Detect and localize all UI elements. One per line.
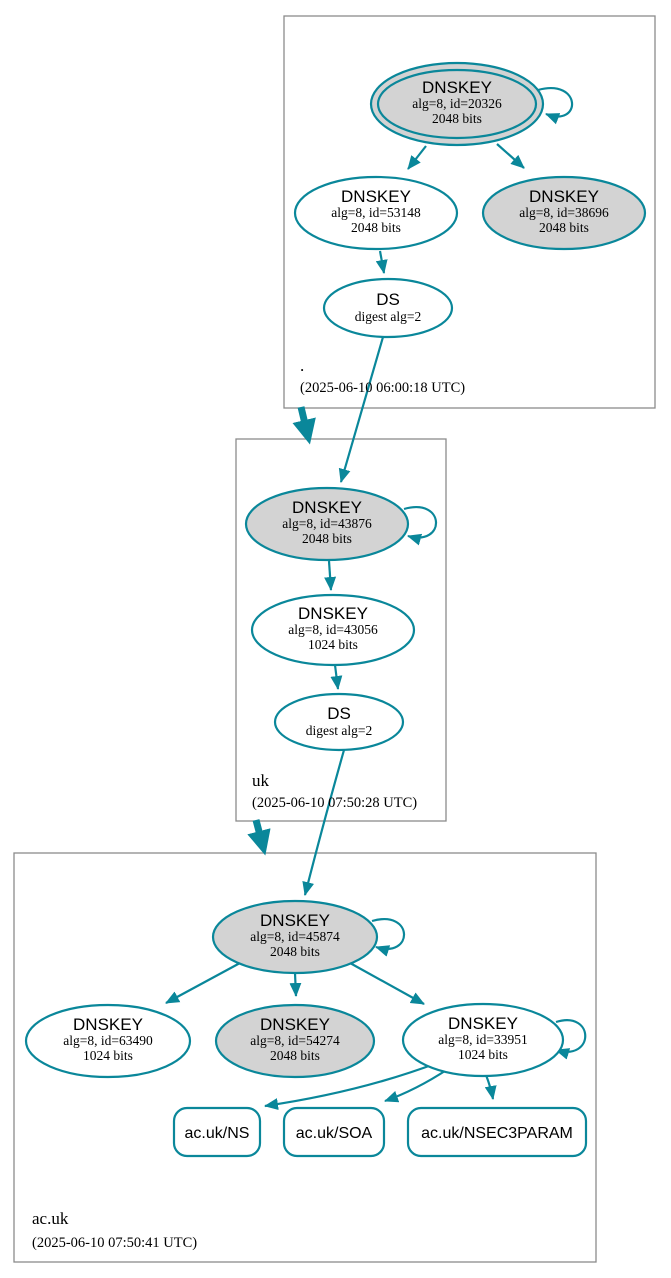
zone-label-ac-uk: ac.uk <box>32 1209 69 1228</box>
zone-timestamp-root: (2025-06-10 06:00:18 UTC) <box>300 380 465 396</box>
node-label: DNSKEY <box>341 187 411 206</box>
edge-dnskey45874-to-dnskey33951 <box>349 962 425 1005</box>
node-detail: 1024 bits <box>83 1048 133 1063</box>
node-dnskey-38696[interactable]: DNSKEY alg=8, id=38696 2048 bits <box>481 175 647 251</box>
node-detail: alg=8, id=38696 <box>519 205 609 220</box>
edge-ds-root-to-dnskey43876 <box>338 336 385 483</box>
node-dnskey-43876[interactable]: DNSKEY alg=8, id=43876 2048 bits <box>244 486 410 562</box>
node-dnskey-53148[interactable]: DNSKEY alg=8, id=53148 2048 bits <box>293 175 459 251</box>
rrset-ac-uk-nsec3param[interactable]: ac.uk/NSEC3PARAM <box>406 1106 588 1158</box>
node-label: DNSKEY <box>73 1015 143 1034</box>
edge-dnskey33951-selfsign <box>555 1019 587 1060</box>
edge-dnskey33951-to-ns <box>264 1061 438 1111</box>
edge-dnskey45874-to-dnskey63490 <box>165 962 241 1004</box>
node-detail: alg=8, id=43056 <box>288 622 378 637</box>
rrset-ac-uk-ns[interactable]: ac.uk/NS <box>172 1106 262 1158</box>
node-detail: digest alg=2 <box>355 309 421 324</box>
node-dnskey-43056[interactable]: DNSKEY alg=8, id=43056 1024 bits <box>250 593 416 667</box>
zone-box-ac-uk <box>13 852 597 1263</box>
zone-box-uk <box>235 438 447 822</box>
zone-label-root: . <box>300 356 304 375</box>
node-detail: alg=8, id=43876 <box>282 516 372 531</box>
zone-label-uk: uk <box>252 771 270 790</box>
node-dnskey-54274[interactable]: DNSKEY alg=8, id=54274 2048 bits <box>214 1003 376 1079</box>
node-detail: alg=8, id=63490 <box>63 1033 153 1048</box>
node-detail: 1024 bits <box>458 1047 508 1062</box>
node-detail: alg=8, id=53148 <box>331 205 421 220</box>
node-dnskey-53148-ellipse <box>293 175 459 251</box>
edge-dnskey43056-to-ds-uk <box>330 664 343 690</box>
node-detail: alg=8, id=20326 <box>412 96 502 111</box>
zone-timestamp-uk: (2025-06-10 07:50:28 UTC) <box>252 795 417 811</box>
node-label: DNSKEY <box>292 498 362 517</box>
node-dnskey-33951[interactable]: DNSKEY alg=8, id=33951 1024 bits <box>401 1002 565 1078</box>
rrset-label: ac.uk/NS <box>185 1125 250 1142</box>
edge-dnskey45874-selfsign <box>371 918 406 957</box>
node-label: DNSKEY <box>448 1014 518 1033</box>
node-dnskey-43876-ellipse <box>244 486 410 562</box>
node-label: DNSKEY <box>529 187 599 206</box>
node-dnskey-54274-ellipse <box>214 1003 376 1079</box>
rrset-label: ac.uk/NSEC3PARAM <box>421 1125 573 1142</box>
edge-dnskey33951-to-soa <box>384 1068 449 1103</box>
node-detail: alg=8, id=45874 <box>250 929 340 944</box>
node-label: DS <box>327 704 351 723</box>
node-dnskey-43056-ellipse <box>250 593 416 667</box>
edge-dnskey43876-to-dnskey43056 <box>324 560 337 591</box>
edge-ds-uk-to-dnskey45874 <box>302 749 346 896</box>
node-dnskey-33951-ellipse <box>401 1002 565 1078</box>
node-label: DNSKEY <box>422 78 492 97</box>
node-label: DNSKEY <box>298 604 368 623</box>
edge-dnskey33951-to-nsec3param <box>484 1074 497 1100</box>
node-dnskey-63490[interactable]: DNSKEY alg=8, id=63490 1024 bits <box>24 1003 192 1079</box>
delegation-arrow-uk-to-ac-uk <box>247 819 271 856</box>
node-dnskey-38696-ellipse <box>481 175 647 251</box>
edge-dnskey45874-to-dnskey54274 <box>289 972 302 997</box>
node-dnskey-45874[interactable]: DNSKEY alg=8, id=45874 2048 bits <box>211 899 379 975</box>
node-detail: 2048 bits <box>270 1048 320 1063</box>
node-label: DS <box>376 290 400 309</box>
node-ds-root[interactable]: DS digest alg=2 <box>322 277 454 339</box>
node-detail: digest alg=2 <box>306 723 372 738</box>
node-dnskey-63490-ellipse <box>24 1003 192 1079</box>
node-dnskey-20326-inner-ring <box>376 68 538 140</box>
delegation-arrow-root-to-uk <box>292 406 316 445</box>
zone-timestamp-ac-uk: (2025-06-10 07:50:41 UTC) <box>32 1235 197 1251</box>
node-ds-root-ellipse <box>322 277 454 339</box>
node-detail: alg=8, id=54274 <box>250 1033 340 1048</box>
node-detail: 1024 bits <box>308 637 358 652</box>
edge-dnskey20326-selfsign <box>537 87 574 125</box>
rrset-ac-uk-nsec3param-box <box>406 1106 588 1158</box>
node-detail: 2048 bits <box>351 220 401 235</box>
rrset-ac-uk-soa[interactable]: ac.uk/SOA <box>282 1106 386 1158</box>
rrset-label: ac.uk/SOA <box>296 1125 373 1142</box>
node-label: DNSKEY <box>260 911 330 930</box>
node-detail: 2048 bits <box>432 111 482 126</box>
node-ds-uk-ellipse <box>273 692 405 752</box>
edge-dnskey53148-to-ds-root <box>375 250 388 274</box>
edge-dnskey20326-to-dnskey38696 <box>496 143 525 169</box>
edge-dnskey43876-selfsign <box>403 506 438 546</box>
rrset-ac-uk-ns-box <box>172 1106 262 1158</box>
zone-box-root <box>283 15 656 409</box>
node-dnskey-45874-ellipse <box>211 899 379 975</box>
rrset-ac-uk-soa-box <box>282 1106 386 1158</box>
edge-dnskey20326-to-dnskey53148 <box>407 145 427 170</box>
node-detail: 2048 bits <box>302 531 352 546</box>
node-ds-uk[interactable]: DS digest alg=2 <box>273 692 405 752</box>
node-dnskey-20326[interactable]: DNSKEY alg=8, id=20326 2048 bits <box>369 61 545 147</box>
node-label: DNSKEY <box>260 1015 330 1034</box>
node-detail: 2048 bits <box>539 220 589 235</box>
node-detail: alg=8, id=33951 <box>438 1032 527 1047</box>
node-detail: 2048 bits <box>270 944 320 959</box>
